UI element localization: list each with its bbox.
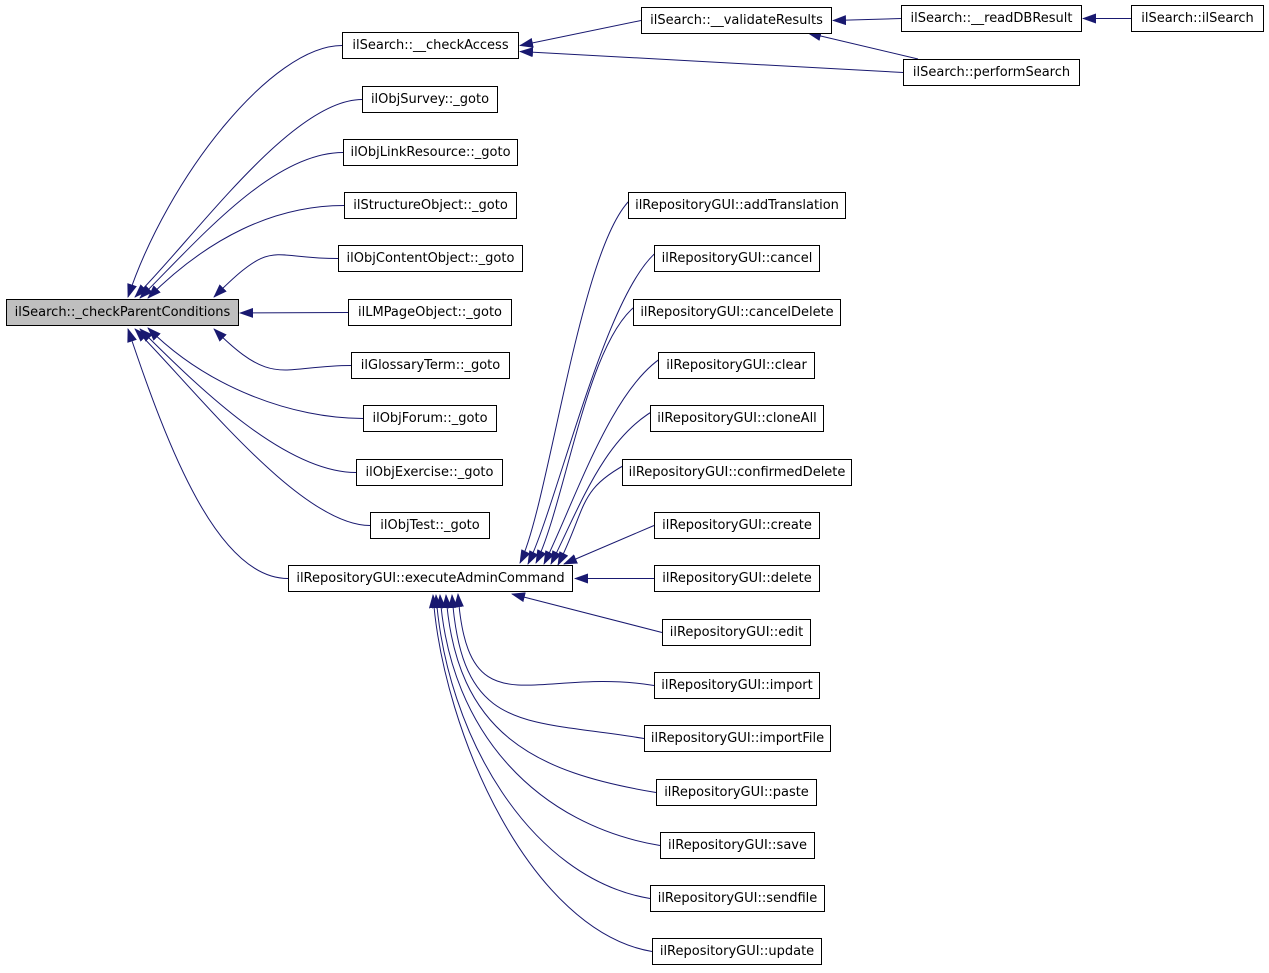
node-structure-object-goto[interactable]: ilStructureObject::_goto [344,192,517,219]
edge-readDBResult-to-validateResults [832,15,902,26]
edge-importFile-to-executeAdminCommand [447,594,645,739]
edge-structureObject-to-root [147,205,345,299]
node-confirmed-delete[interactable]: ilRepositoryGUI::confirmedDelete [622,459,852,486]
edge-sendfile-to-executeAdminCommand [431,594,651,899]
edge-cloneAll-to-executeAdminCommand [550,406,661,565]
node-obj-content-object-goto[interactable]: ilObjContentObject::_goto [338,245,523,272]
edge-objForum-to-root [147,327,364,419]
node-create[interactable]: ilRepositoryGUI::create [654,512,820,539]
node-obj-link-resource-goto[interactable]: ilObjLinkResource::_goto [343,139,518,166]
edge-create-to-executeAdminCommand [563,525,655,565]
edge-import-to-executeAdminCommand [453,593,655,686]
node-obj-exercise-goto[interactable]: ilObjExercise::_goto [356,459,503,486]
edge-paste-to-executeAdminCommand [441,594,657,793]
edge-validateResults-to-checkAccess [519,20,642,48]
node-save[interactable]: ilRepositoryGUI::save [660,832,815,859]
node-delete[interactable]: ilRepositoryGUI::delete [654,565,820,592]
edge-save-to-executeAdminCommand [435,594,661,846]
node-il-search-constructor[interactable]: ilSearch::ilSearch [1131,5,1264,32]
edge-cancel-to-executeAdminCommand [527,246,665,565]
node-validate-results[interactable]: ilSearch::__validateResults [641,7,832,34]
edge-objTest-to-root [134,328,371,526]
edge-performSearch-to-checkAccess [519,47,904,73]
edge-addTranslation-to-executeAdminCommand [519,193,639,564]
node-import[interactable]: ilRepositoryGUI::import [654,672,820,699]
node-clone-all[interactable]: ilRepositoryGUI::cloneAll [650,405,824,432]
node-add-translation[interactable]: ilRepositoryGUI::addTranslation [628,192,846,219]
node-cancel[interactable]: ilRepositoryGUI::cancel [654,245,820,272]
node-glossary-term-goto[interactable]: ilGlossaryTerm::_goto [351,352,510,379]
node-obj-forum-goto[interactable]: ilObjForum::_goto [363,405,497,432]
edge-confirmedDelete-to-executeAdminCommand [557,460,633,566]
edge-cancelDelete-to-executeAdminCommand [535,300,644,564]
node-clear[interactable]: ilRepositoryGUI::clear [658,352,815,379]
edge-objSurvey-to-root [134,99,363,298]
node-perform-search[interactable]: ilSearch::performSearch [903,59,1080,86]
node-cancel-delete[interactable]: ilRepositoryGUI::cancelDelete [633,299,841,326]
node-execute-admin-command[interactable]: ilRepositoryGUI::executeAdminCommand [288,565,573,592]
edge-lmPageObject-to-root [239,307,349,318]
node-check-access[interactable]: ilSearch::__checkAccess [342,32,519,59]
edge-checkAccess-to-root [127,45,343,298]
edge-performSearch-to-validateResults [807,31,919,60]
node-root-check-parent-conditions: ilSearch::_checkParentConditions [6,299,239,326]
node-lm-page-object-goto[interactable]: ilLMPageObject::_goto [348,299,512,326]
node-edit[interactable]: ilRepositoryGUI::edit [662,619,811,646]
edge-update-to-executeAdminCommand [428,594,653,952]
node-update[interactable]: ilRepositoryGUI::update [652,938,822,965]
edge-edit-to-executeAdminCommand [511,592,663,633]
edge-objContentObject-to-root [213,254,339,298]
node-read-db-result[interactable]: ilSearch::__readDBResult [901,5,1082,32]
edge-executeAdminCommand-to-root [127,328,289,579]
edge-clear-to-executeAdminCommand [543,353,669,565]
node-import-file[interactable]: ilRepositoryGUI::importFile [644,725,831,752]
node-paste[interactable]: ilRepositoryGUI::paste [656,779,817,806]
edge-objLinkResource-to-root [139,152,344,299]
edge-glossaryTerm-to-root [213,328,352,371]
node-sendfile[interactable]: ilRepositoryGUI::sendfile [650,885,825,912]
edge-objExercise-to-root [139,328,357,473]
node-obj-survey-goto[interactable]: ilObjSurvey::_goto [362,86,498,113]
node-obj-test-goto[interactable]: ilObjTest::_goto [370,512,490,539]
